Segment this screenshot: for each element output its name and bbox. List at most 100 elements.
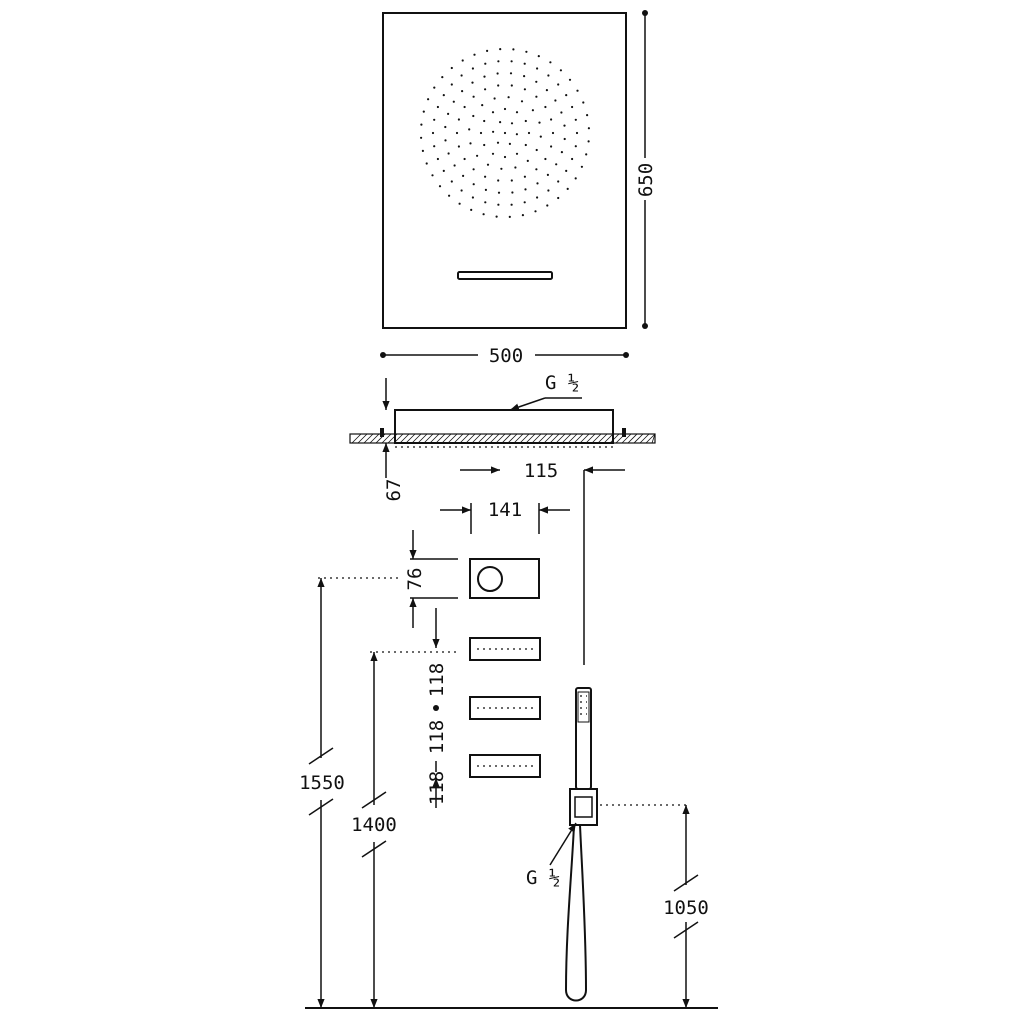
nozzle-dot <box>476 154 479 157</box>
hatch-line <box>387 433 398 444</box>
nozzle-dot <box>491 152 495 155</box>
nozzle-dot <box>535 168 538 171</box>
hatch-line <box>525 433 536 444</box>
nozzle-dot <box>425 162 428 165</box>
nozzle-dot <box>535 95 538 98</box>
hatch-line <box>555 433 566 444</box>
nozzle-dot <box>482 213 485 216</box>
nozzle-dot <box>497 179 500 182</box>
hatch-line <box>591 433 602 444</box>
nozzle-dot <box>492 130 495 133</box>
dimension-jet-spacing: 118 118 118 <box>426 608 448 808</box>
nozzle-dot <box>469 142 472 145</box>
nozzle-dot <box>442 94 445 97</box>
nozzle-dot <box>470 208 473 211</box>
nozzle-dot <box>512 48 515 51</box>
nozzle-dot <box>549 61 552 64</box>
label-jet-spacing-2: 118 <box>426 720 448 754</box>
shower-hose <box>564 824 588 1002</box>
dimension-height-1050: 1050 <box>600 804 709 1008</box>
nozzle-dot <box>448 194 451 197</box>
hatch-line <box>411 433 422 444</box>
hatch-line <box>501 433 512 444</box>
nozzle-dot <box>472 114 475 118</box>
nozzle-dot <box>510 60 513 63</box>
nozzle-dot <box>483 143 486 147</box>
hatch-line <box>351 433 362 444</box>
nozzle-dot <box>537 55 540 58</box>
hatch-line <box>645 433 656 444</box>
nozzle-dot <box>497 203 500 206</box>
label-panel-height: 650 <box>635 163 657 197</box>
nozzle-dot <box>515 111 519 114</box>
nozzle-dot <box>550 145 553 148</box>
hatch-line <box>459 433 470 444</box>
nozzle-dot <box>585 153 588 156</box>
nozzle-dot <box>539 135 542 138</box>
body-jet <box>469 637 541 661</box>
hand-shower-set <box>564 687 598 1002</box>
label-connection-top: G ½ <box>545 372 579 394</box>
nozzle-dot <box>431 131 435 135</box>
nozzle-dot <box>421 149 424 152</box>
ceiling-hatching <box>351 433 656 444</box>
nozzle-dot <box>520 100 524 103</box>
connection-callout-handshower: G ½ <box>526 822 577 889</box>
nozzle-dot <box>433 145 436 148</box>
nozzle-dot <box>587 127 591 130</box>
nozzle-dot <box>452 100 455 103</box>
nozzle-dot <box>586 114 589 117</box>
nozzle-dot <box>484 201 487 204</box>
waterfall-outlet <box>457 271 553 280</box>
nozzle-dot <box>531 109 535 112</box>
nozzle-dot <box>481 104 484 107</box>
nozzle-dot <box>508 215 511 218</box>
nozzle-dot <box>431 174 434 177</box>
hatch-line <box>603 433 614 444</box>
nozzle-dot <box>574 118 577 121</box>
hatch-line <box>531 433 542 444</box>
nozzle-dot <box>497 191 501 194</box>
nozzle-dot <box>575 131 579 135</box>
nozzle-dot <box>509 72 513 75</box>
nozzle-dot <box>471 67 474 70</box>
hatch-line <box>399 433 410 444</box>
nozzle-dot <box>524 119 527 123</box>
nozzle-dot <box>420 123 423 126</box>
nozzle-dot <box>557 196 560 200</box>
nozzle-dot <box>484 88 487 91</box>
nozzle-dot <box>499 48 502 51</box>
nozzle-dot <box>493 97 496 100</box>
nozzle-dot <box>450 83 453 86</box>
wall-bracket <box>569 788 598 826</box>
label-offset-115: 115 <box>524 460 558 482</box>
nozzle-dot <box>453 164 456 167</box>
nozzle-dot <box>503 155 507 159</box>
nozzle-dot <box>511 191 514 194</box>
nozzle-dot <box>535 148 538 152</box>
nozzle-dot <box>507 96 510 99</box>
nozzle-dot <box>444 139 447 142</box>
nozzle-dot <box>568 78 572 81</box>
nozzle-dot <box>486 49 489 53</box>
nozzle-dot <box>526 159 529 162</box>
label-jet-spacing-3: 118 <box>426 771 448 805</box>
nozzle-dot <box>442 169 445 172</box>
nozzle-dot <box>508 142 511 145</box>
nozzle-dot <box>484 62 487 65</box>
nozzle-dot <box>523 75 526 78</box>
nozzle-dot <box>571 105 574 109</box>
nozzle-dot <box>497 84 500 87</box>
body-jets <box>469 637 541 778</box>
nozzle-dot <box>546 173 550 176</box>
nozzle-dot <box>503 131 507 135</box>
nozzle-dot <box>460 74 463 77</box>
nozzle-dot <box>560 151 564 154</box>
hatch-line <box>477 433 488 444</box>
hatch-line <box>597 433 608 444</box>
hatch-line <box>585 433 596 444</box>
body-jet <box>469 754 541 778</box>
shower-panel-front-view <box>382 12 627 329</box>
dimension-depth: 67 <box>382 378 405 501</box>
hatch-line <box>537 433 548 444</box>
